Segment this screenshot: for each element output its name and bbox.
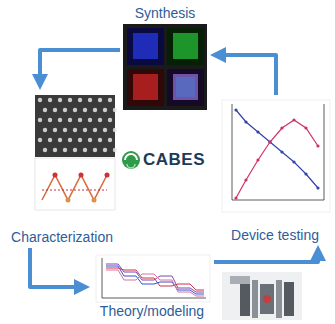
atom-dot [103,128,107,132]
atom-dot [98,138,102,142]
atom-dot [63,128,67,132]
atom-dot [88,98,92,102]
atom-dot [53,108,57,112]
atom-dot [78,138,82,142]
atom-dot [58,138,62,142]
free-energy-chart [96,255,210,302]
eds-maps [123,24,207,110]
stage-label: Device testing [231,227,319,244]
atom-dot [98,98,102,102]
atom-dot [38,98,42,102]
logo-text: CABES [143,150,205,170]
atom-dot [73,148,77,152]
atom-dot [113,108,117,112]
atom-dot [108,138,112,142]
atom-dot [103,108,107,112]
cycle-arrow [30,248,74,287]
atom-dot [83,148,87,152]
atom-dot [53,128,57,132]
atom-dot [73,108,77,112]
atom-dot [43,148,47,152]
atom-dot [68,98,72,102]
atom-dot [38,118,42,122]
atom-dot [48,118,52,122]
atom-dot [108,98,112,102]
atom-dot [58,118,62,122]
cycle-arrow [226,55,276,95]
atom-dot [68,138,72,142]
device-photo [222,272,302,320]
stage-label: Synthesis [135,5,196,22]
atom-dot [38,138,42,142]
polarization-chart [222,100,330,212]
cycle-arrow [214,261,318,262]
atom-dot [58,98,62,102]
stage-label: Theory/modeling [100,303,204,320]
atom-dot [48,98,52,102]
stem-image [35,95,117,210]
atom-dot [113,128,117,132]
atom-dot [83,108,87,112]
atom-dot [53,148,57,152]
stage-node: Characterization [4,90,120,248]
atom-dot [88,118,92,122]
atom-dot [43,128,47,132]
atom-dot [93,148,97,152]
atom-dot [43,108,47,112]
atom-dot [108,118,112,122]
atom-dot [78,118,82,122]
atom-dot [103,148,107,152]
stage-node: Device testing [218,95,332,246]
logo-icon [122,151,140,169]
atom-dot [73,128,77,132]
atom-dot [63,148,67,152]
atom-dot [68,118,72,122]
atom-dot [88,138,92,142]
stage-node: Synthesis [120,3,210,112]
atom-dot [48,138,52,142]
atom-dot [63,108,67,112]
atom-dot [93,108,97,112]
atom-dot [113,148,117,152]
stage-node: Theory/modeling [90,252,214,322]
stage-label: Characterization [11,229,113,246]
atom-dot [78,98,82,102]
atom-dot [93,128,97,132]
atom-dot [83,128,87,132]
atom-dot [98,118,102,122]
cycle-arrow [40,50,120,74]
